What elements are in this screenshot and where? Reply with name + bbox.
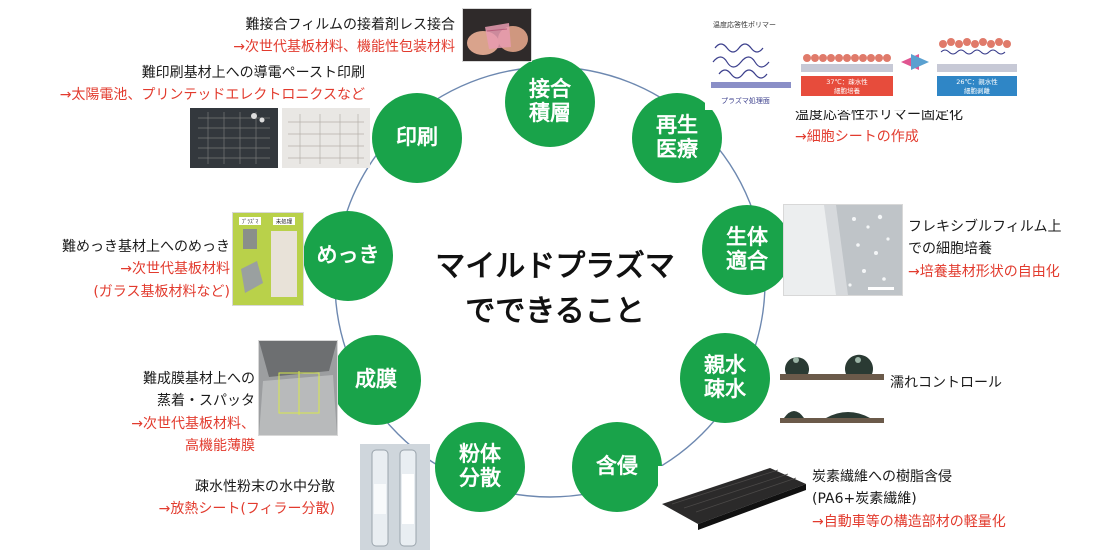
photo-film-foil: [258, 340, 338, 436]
node-powder-dispersion: 粉体 分散: [435, 422, 525, 512]
node-plating: めっき: [303, 211, 393, 301]
photo-bonding-film: [462, 8, 532, 62]
desc-regenerative-medicine: 温度応答性ポリマー固定化 →細胞シートの作成: [795, 107, 963, 146]
desc-wettability: 濡れコントロール: [890, 375, 1002, 391]
node-biocompatibility: 生体 適合: [702, 205, 792, 295]
node-film-formation: 成膜: [331, 335, 421, 425]
plating-tag-left: ﾌﾟﾗｽﾞﾏ: [242, 219, 259, 226]
desc-printing: 難印刷基材上への導電ペースト印刷 →太陽電池、プリンテッドエレクトロニクスなど: [59, 65, 365, 104]
desc-bonding: 難接合フィルムの接着剤レス接合 →次世代基板材料、機能性包装材料: [233, 17, 455, 56]
cell-detach-label: 細胞剥離: [964, 86, 991, 95]
node-printing: 印刷: [372, 93, 462, 183]
temp26-label: 26℃：親水性: [956, 77, 998, 86]
desc-impregnation: 炭素繊維への樹脂含侵 (PA6+炭素繊維) →自動車等の構造部材の軽量化: [812, 469, 1006, 530]
photo-cell-culture-micrograph: [783, 204, 903, 296]
temp37-label: 37℃：疎水性: [826, 77, 868, 86]
node-hydrophilic-hydrophobic: 親水 疎水: [680, 333, 770, 423]
cell-culture-label: 細胞培養: [834, 86, 861, 95]
center-title: マイルドプラズマ でできること: [435, 249, 675, 329]
photo-printing-samples: [190, 108, 370, 168]
plating-tag-right: 未処理: [276, 218, 293, 226]
photo-carbon-fiber-plate: [658, 466, 808, 530]
node-bonding: 接合 積層: [505, 57, 595, 147]
photo-powder-vials: [360, 444, 430, 550]
photo-plating-sample: ﾌﾟﾗｽﾞﾏ 未処理: [232, 212, 304, 306]
photo-water-droplets: [780, 340, 884, 424]
node-impregnation: 含侵: [572, 422, 662, 512]
desc-powder-dispersion: 疎水性粉末の水中分散 →放熱シート(フィラー分散): [158, 479, 335, 518]
photo-thermoresponsive-polymer: 温度応答性ポリマー プラズマ処理面 37℃：疎水性 細胞培養 2: [705, 18, 1023, 110]
desc-plating: 難めっき基材上へのめっき →次世代基板材料 (ガラス基板材料など): [62, 239, 230, 300]
node-regenerative-medicine: 再生 医療: [632, 93, 722, 183]
polymer-label: 温度応答性ポリマー: [713, 20, 776, 29]
desc-film-formation: 難成膜基材上への 蒸着・スパッタ →次世代基板材料、 高機能薄膜: [131, 371, 255, 455]
desc-biocompatibility: フレキシブルフィルム上 での細胞培養 →培養基材形状の自由化: [908, 219, 1062, 280]
plasma-surface-label: プラズマ処理面: [721, 96, 770, 105]
